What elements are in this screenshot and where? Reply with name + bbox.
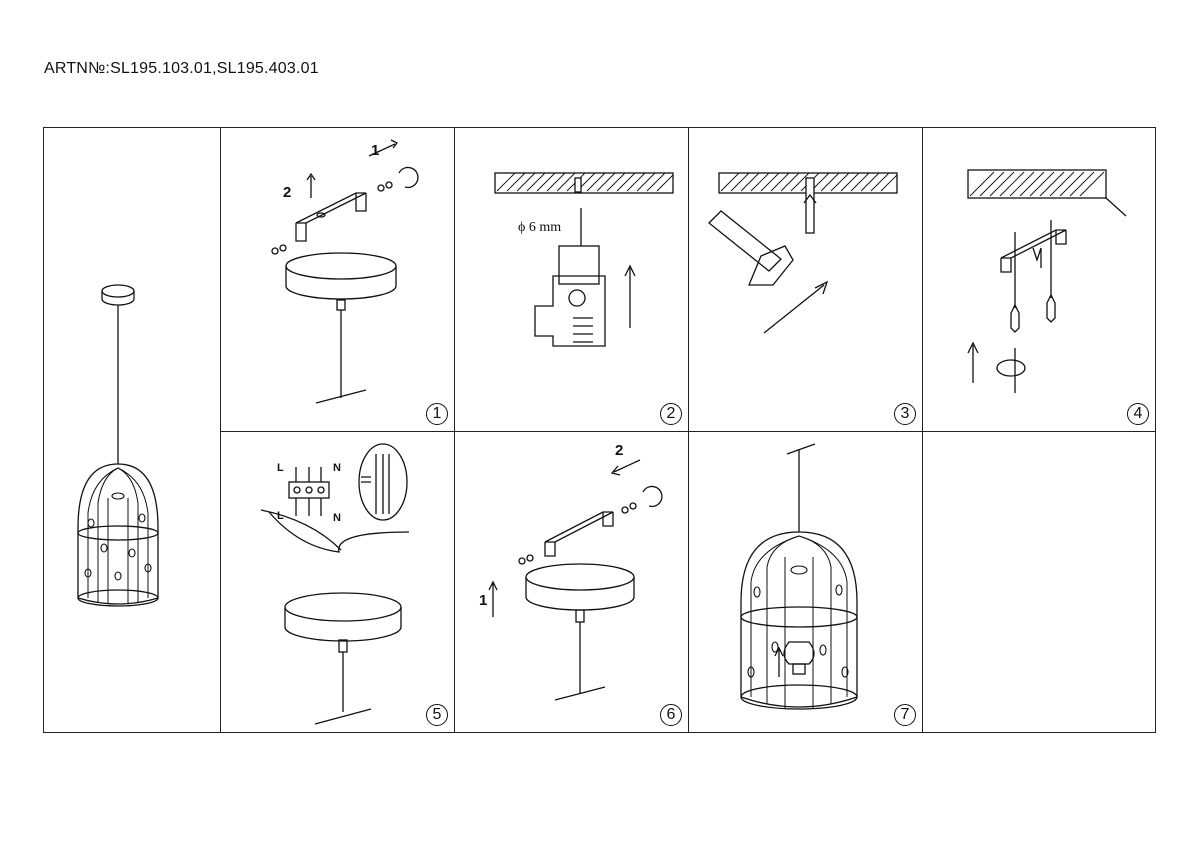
empty-cell xyxy=(923,432,1155,732)
terminal-block-icon xyxy=(260,443,410,725)
screw-icon xyxy=(967,169,1127,393)
step-6-number: 6 xyxy=(660,704,682,726)
instruction-grid: 1 2 1 ϕ 6 mm 2 xyxy=(43,127,1156,733)
step-5-number: 5 xyxy=(426,704,448,726)
step-4: 4 xyxy=(923,128,1155,431)
step-5: L N L N 5 xyxy=(221,432,454,732)
step-7-number: 7 xyxy=(894,704,916,726)
overview-cell xyxy=(44,128,220,732)
bracket-icon xyxy=(488,459,663,701)
step-6-label-1: 1 xyxy=(479,592,488,609)
step-2-number: 2 xyxy=(660,403,682,425)
drill-icon xyxy=(494,172,674,347)
article-number: ARTN№:SL195.103.01,SL195.403.01 xyxy=(44,60,319,77)
step-3: 3 xyxy=(689,128,922,431)
drill-size-label: ϕ 6 mm xyxy=(518,220,562,235)
bulb-icon xyxy=(740,443,858,710)
step-1: 1 2 1 xyxy=(221,128,454,431)
pendant-lamp-icon xyxy=(77,284,159,607)
step-6-label-2: 2 xyxy=(615,442,624,459)
hammer-icon xyxy=(708,172,898,334)
grid-divider xyxy=(220,128,222,732)
bracket-icon xyxy=(271,139,419,404)
wire-label-L-top: L xyxy=(277,462,284,474)
step-3-number: 3 xyxy=(894,403,916,425)
wire-label-L-bottom: L xyxy=(277,510,284,522)
wire-label-N-top: N xyxy=(333,462,341,474)
grid-divider xyxy=(922,128,924,732)
wire-label-N-bottom: N xyxy=(333,512,341,524)
grid-divider xyxy=(220,431,1155,433)
step-6: 2 1 6 xyxy=(455,432,688,732)
step-2: ϕ 6 mm 2 xyxy=(455,128,688,431)
step-1-number: 1 xyxy=(426,403,448,425)
grid-divider xyxy=(454,128,456,732)
step-1-label-1: 1 xyxy=(371,142,380,159)
step-7: 7 xyxy=(689,432,922,732)
step-4-number: 4 xyxy=(1127,403,1149,425)
step-1-label-2: 2 xyxy=(283,184,292,201)
grid-divider xyxy=(688,128,690,732)
